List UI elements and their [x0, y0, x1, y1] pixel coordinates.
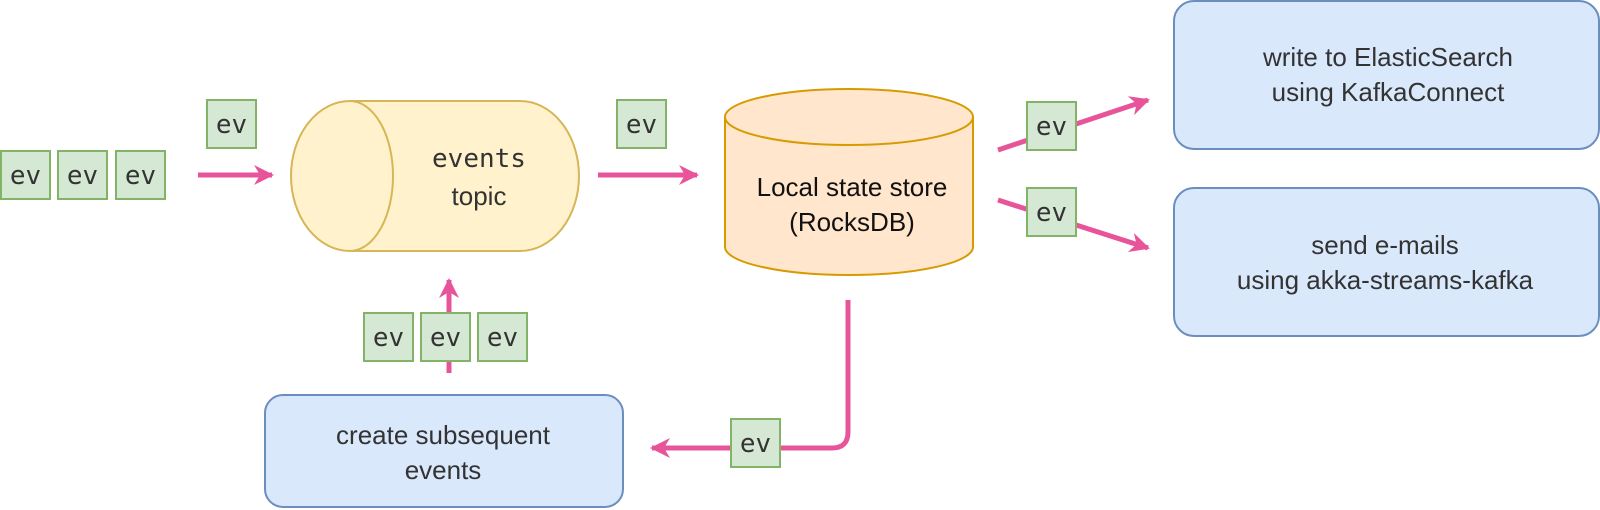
svg-text:ev: ev — [216, 110, 247, 140]
event-token: ev — [0, 150, 51, 200]
svg-text:ev: ev — [125, 161, 156, 191]
elastic-sink-line1: write to ElasticSearch — [1262, 42, 1513, 72]
svg-text:ev: ev — [740, 429, 771, 459]
topic-cap — [349, 100, 394, 252]
create-events-box: create subsequent events — [264, 394, 624, 508]
event-token: ev — [477, 312, 528, 362]
event-token: ev — [616, 99, 667, 149]
svg-text:ev: ev — [10, 161, 41, 191]
svg-text:ev: ev — [487, 323, 518, 353]
elastic-sink-line2: using KafkaConnect — [1272, 77, 1505, 107]
store-sublabel: (RocksDB) — [789, 207, 915, 237]
event-token: ev — [115, 150, 166, 200]
topic-label: topic — [452, 181, 507, 211]
create-events-line1: create subsequent — [336, 420, 551, 450]
elastic-sink-box: write to ElasticSearch using KafkaConnec… — [1173, 0, 1600, 150]
store-label: Local state store — [757, 172, 948, 202]
event-token: ev — [206, 99, 257, 149]
svg-text:ev: ev — [626, 110, 657, 140]
email-sink-line2: using akka-streams-kafka — [1237, 265, 1534, 295]
event-token: ev — [57, 150, 108, 200]
arrow-store-to-creator — [650, 300, 851, 458]
store-top — [724, 88, 974, 146]
event-token: ev — [420, 312, 471, 362]
svg-text:ev: ev — [430, 323, 461, 353]
topic-name: events — [432, 144, 526, 174]
events-topic: events topic — [290, 100, 580, 252]
event-token: ev — [1026, 187, 1077, 237]
email-sink-box: send e-mails using akka-streams-kafka — [1173, 187, 1600, 337]
store-body — [724, 117, 974, 276]
event-token: ev — [1026, 101, 1077, 151]
email-sink-line1: send e-mails — [1311, 230, 1458, 260]
svg-text:ev: ev — [67, 161, 98, 191]
svg-text:ev: ev — [1036, 112, 1067, 142]
svg-text:ev: ev — [1036, 198, 1067, 228]
svg-text:ev: ev — [373, 323, 404, 353]
topic-body — [290, 100, 580, 252]
event-token: ev — [730, 418, 781, 468]
event-token: ev — [363, 312, 414, 362]
create-events-line2: events — [405, 455, 482, 485]
local-state-store: Local state store (RocksDB) — [724, 88, 974, 276]
